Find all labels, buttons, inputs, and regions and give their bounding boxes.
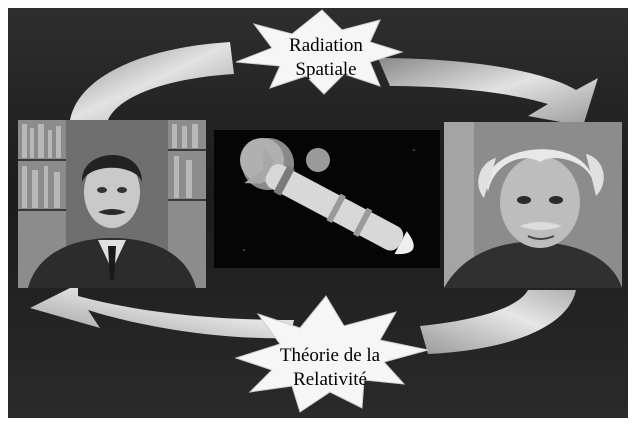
bottom-starburst-line1: Théorie de la [279, 345, 381, 366]
arrow-bottom-left [30, 284, 294, 339]
bottom-starburst-line2: Relativité [293, 369, 367, 390]
rocket-and-planet-image [214, 130, 440, 268]
young-einstein-photo [18, 120, 206, 288]
arrow-top-right [378, 58, 598, 126]
top-starburst-line1: Radiation [289, 35, 363, 56]
old-einstein-photo [444, 122, 622, 288]
arrow-top-left [70, 42, 234, 120]
arrow-bottom-right [420, 290, 576, 354]
top-starburst-line2: Spatiale [295, 59, 357, 80]
cycle-arrows [30, 42, 598, 354]
top-starburst-label: Radiation Spatiale [276, 34, 376, 82]
slide-canvas: Radiation Spatiale Théorie de la Relativ… [8, 8, 628, 418]
bottom-starburst-label: Théorie de la Relativité [270, 344, 390, 392]
